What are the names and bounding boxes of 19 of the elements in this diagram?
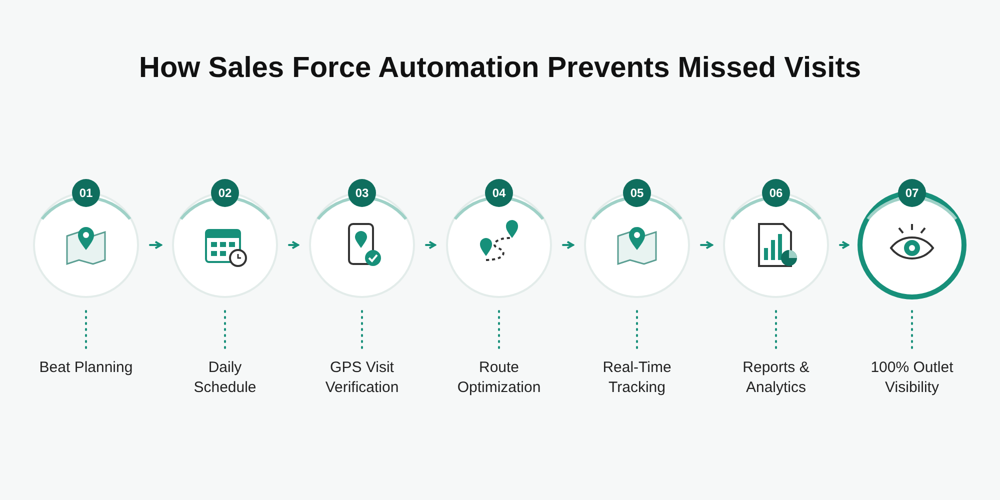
step-number: 07 — [898, 179, 926, 207]
step-label: GPS Visit Verification — [292, 358, 432, 398]
arrow — [562, 240, 574, 250]
step-label: Route Optimization — [429, 358, 569, 398]
step-number: 04 — [485, 179, 513, 207]
arrow — [288, 240, 299, 250]
step-number: 06 — [762, 179, 790, 207]
arrow — [839, 240, 849, 250]
step-label: Real-Time Tracking — [567, 358, 707, 398]
arrow — [425, 240, 436, 250]
step-number: 03 — [348, 179, 376, 207]
step-number: 05 — [623, 179, 651, 207]
step-number: 01 — [72, 179, 100, 207]
step-label: Daily Schedule — [155, 358, 295, 398]
arrow — [700, 240, 713, 250]
title: How Sales Force Automation Prevents Missed Visits — [139, 52, 861, 84]
step-label: Beat Planning — [16, 358, 156, 378]
step-number: 02 — [211, 179, 239, 207]
arrow — [149, 240, 162, 250]
